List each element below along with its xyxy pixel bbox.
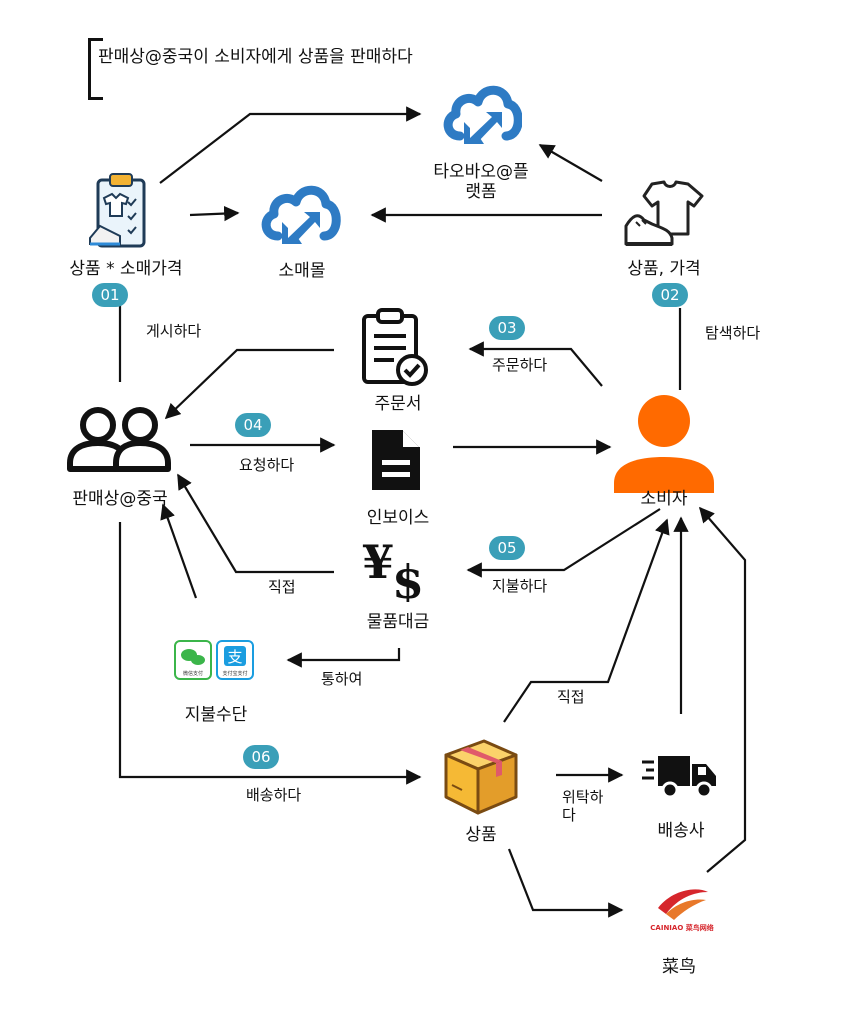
arrow-consumer-to-order (468, 341, 603, 387)
consumer-person-icon (614, 395, 714, 493)
step-badge-03: 03 (489, 316, 525, 340)
pay-methods-label: 지불수단 (184, 705, 248, 725)
alipay-text: 支付宝支付 (222, 670, 247, 677)
delivery-truck-icon (642, 756, 716, 799)
wechat-pay-text: 微信支付 (183, 670, 203, 677)
payment-methods-icon: 微信支付 支 支付宝支付 (174, 640, 254, 680)
payment-label: 물품대금 (366, 612, 430, 632)
order-clipboard-icon (362, 308, 428, 386)
svg-text:¥: ¥ (362, 536, 394, 589)
cainiao-logo-icon: CAINIAO 菜鸟网络 (650, 889, 714, 932)
arrow-payment-to-methods (286, 648, 401, 668)
step-badge-02: 02 (652, 283, 688, 307)
mall-cloud-icon (261, 185, 341, 244)
arrow-ship-to-product (118, 522, 422, 785)
invoice-label: 인보이스 (366, 508, 430, 528)
arrow-payment-to-seller (177, 473, 334, 574)
arrow-price-to-taobao (538, 144, 603, 182)
arrow-goods-to-mall (189, 205, 240, 222)
step-badge-05: 05 (489, 536, 525, 560)
edge-label-direct2: 직접 (557, 688, 585, 706)
arrow-consumer-to-payment (466, 508, 661, 578)
seller-people-icon (67, 407, 171, 472)
edge-label-order: 주문하다 (492, 356, 548, 374)
step-badge-06: 06 (243, 745, 279, 769)
edge-label-search: 탐색하다 (705, 324, 761, 342)
edge-label-via: 통하여 (321, 670, 363, 688)
mall-label: 소매몰 (278, 261, 326, 281)
cainiao-logo-text: CAINIAO 菜鸟网络 (650, 923, 713, 932)
clipboard-goods-icon (89, 173, 146, 248)
edge-label-ship: 배송하다 (246, 786, 302, 804)
diagram-title: 판매상@중국이 소비자에게 상품을 판매하다 (98, 47, 413, 67)
step-badge-01: 01 (92, 283, 128, 307)
taobao-cloud-icon (443, 85, 522, 144)
product-label: 상품 (465, 825, 497, 845)
consumer-label: 소비자 (640, 489, 688, 509)
arrow-goods-to-taobao (159, 106, 422, 184)
goods-price-label: 상품, 가격 (627, 259, 701, 279)
arrow-product-to-consumer (503, 518, 670, 723)
currency-icon: ¥ $ (362, 536, 424, 602)
product-box-icon (444, 739, 518, 815)
arrow-methods-to-seller (160, 503, 198, 599)
edge-label-direct1: 직접 (268, 578, 296, 596)
goods-retail-label: 상품 * 소매가격 (69, 259, 183, 279)
arrow-order-to-seller (164, 348, 334, 420)
svg-text:支: 支 (227, 648, 242, 666)
arrow-cainiao-to-consumer (698, 506, 747, 873)
arrow-product-to-cainiao (507, 848, 624, 918)
edge-label-pay: 지불하다 (492, 577, 548, 595)
svg-text:$: $ (392, 555, 424, 602)
edge-label-request: 요청하다 (239, 456, 295, 474)
invoice-document-icon (372, 430, 420, 490)
taobao-label: 타오바오@플 랫폼 (433, 162, 529, 202)
step-badge-04: 04 (235, 413, 271, 437)
edge-label-delegate: 위탁하 다 (562, 788, 604, 824)
edge-label-post: 게시하다 (146, 322, 202, 340)
cainiao-label: 菜鸟 (662, 957, 696, 977)
title-bracket (88, 38, 103, 100)
order-label: 주문서 (374, 394, 422, 414)
seller-label: 판매상@중국 (72, 489, 168, 509)
shipper-label: 배송사 (657, 821, 705, 841)
shirt-shoe-icon (624, 180, 704, 246)
